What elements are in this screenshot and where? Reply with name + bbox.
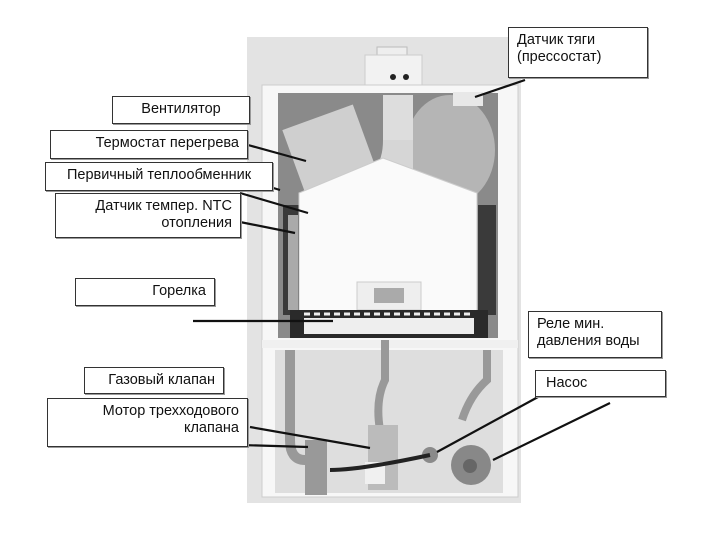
leader-lines (193, 78, 611, 461)
label-text: клапана (183, 420, 239, 436)
label-text: Первичный теплообменник (66, 167, 252, 183)
chimney (364, 54, 423, 88)
label-text: давления воды (537, 333, 640, 349)
label-text: Реле мин. (537, 316, 605, 332)
label-fan: Вентилятор (112, 96, 250, 124)
label-overheat-thermostat: Термостат перегрева (50, 130, 248, 159)
label-text: отопления (161, 215, 232, 231)
pressostat (453, 92, 483, 106)
heat-exchanger (298, 157, 478, 313)
label-text: Термостат перегрева (95, 135, 239, 151)
label-text: Мотор трехходового (102, 403, 239, 419)
label-text: Датчик тяги (517, 32, 596, 48)
label-gas-valve: Газовый клапан (84, 367, 224, 394)
label-text: Насос (546, 375, 588, 391)
label-text: Датчик темпер. NTC (95, 198, 232, 214)
label-text: Газовый клапан (108, 372, 215, 388)
label-primary-heat-exchanger: Первичный теплообменник (45, 162, 273, 191)
label-burner: Горелка (75, 278, 215, 306)
label-draft-sensor: Датчик тяги(прессостат) (508, 27, 648, 78)
label-min-water-pressure: Реле мин.давления воды (528, 311, 662, 358)
label-text: Вентилятор (141, 101, 221, 117)
label-text: Горелка (152, 283, 206, 299)
label-text: (прессостат) (517, 49, 602, 65)
label-pump: Насос (535, 370, 666, 397)
